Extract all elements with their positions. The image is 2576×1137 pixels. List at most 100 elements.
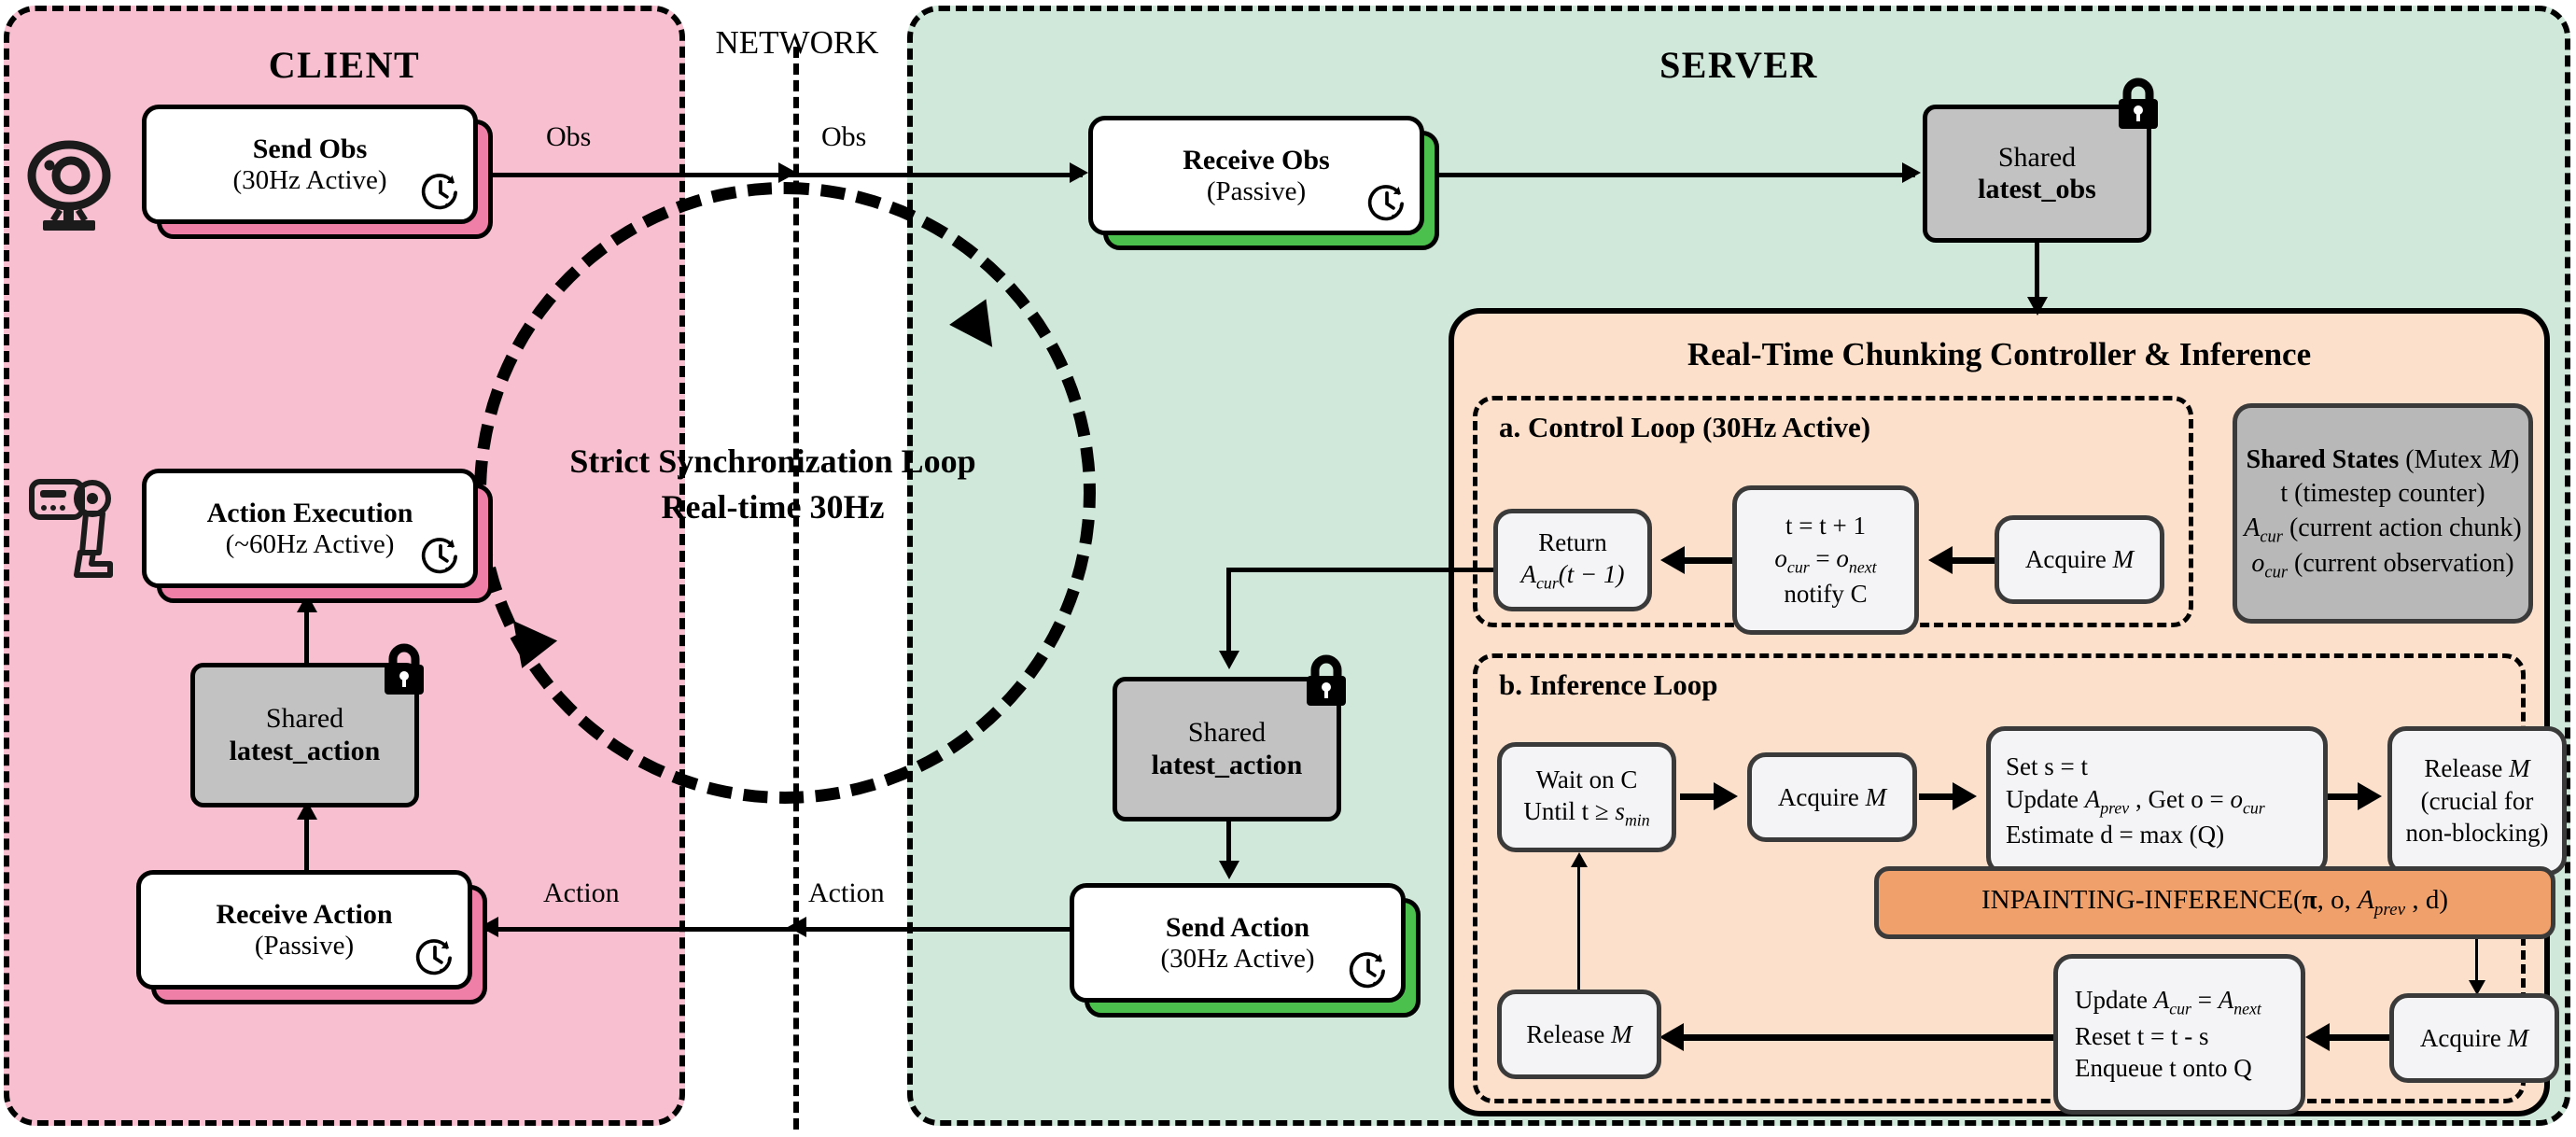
sync-loop-label-line2: Real-time 30Hz [661, 487, 885, 526]
acquire1-to-set-connector [1919, 793, 1956, 800]
network-region-title: NETWORK [715, 24, 879, 61]
release-to-wait-arrowhead [1571, 852, 1588, 867]
receive-action-title: Receive Action [216, 898, 393, 930]
receive-obs-node[interactable]: Receive Obs (Passive) [1088, 116, 1424, 235]
return-to-latest-action-arrowhead [1219, 651, 1239, 669]
clock-icon [415, 939, 452, 976]
inference-release-box[interactable]: Release M [1497, 990, 1661, 1079]
return-to-latest-action-v [1226, 568, 1231, 653]
client-shared-latest-action-line2: latest_action [229, 735, 381, 766]
inference-set-update-box[interactable]: Set s = t Update Aprev , Get o = ocur Es… [1986, 726, 2328, 876]
control-loop-update-line2: ocur = onext [1774, 543, 1877, 577]
send-action-node[interactable]: Send Action (30Hz Active) [1070, 883, 1406, 1003]
inference-release-crucial-line1: Release M [2424, 754, 2530, 783]
clock-icon [421, 538, 457, 574]
clock-icon [421, 174, 457, 210]
latest-action-to-execution-connector [304, 603, 309, 663]
return-to-latest-action-h [1226, 568, 1506, 572]
inpainting-to-acquire2-connector [2475, 939, 2478, 988]
inference-set-line2: Update Aprev , Get o = ocur [2006, 784, 2265, 818]
release-to-wait-connector [1577, 866, 1580, 990]
obs-connector-mid-arrowhead [778, 162, 797, 183]
return-exit-connector [1449, 568, 1497, 572]
wait-to-acquire1-arrowhead [1714, 782, 1738, 810]
inference-release-crucial-line3: non-blocking) [2405, 819, 2549, 848]
latest-obs-to-controller-arrowhead [2027, 297, 2048, 316]
control-loop-acquire-box[interactable]: Acquire M [1995, 515, 2164, 604]
clock-icon [1349, 952, 1385, 989]
inference-release-crucial-box[interactable]: Release M (crucial for non-blocking) [2387, 726, 2567, 876]
control-loop-return-box[interactable]: Return Acur(t − 1) [1493, 509, 1652, 611]
latest-action-to-send-action-arrowhead [1219, 861, 1239, 879]
inference-acquire-2-box[interactable]: Acquire M [2389, 993, 2559, 1083]
acquire2-to-update-connector [2326, 1034, 2393, 1041]
server-shared-latest-obs[interactable]: Shared latest_obs [1923, 105, 2151, 243]
inference-update-line3: Enqueue t onto Q [2075, 1054, 2252, 1083]
update-to-release-arrowhead [1659, 1023, 1684, 1051]
server-shared-latest-action-line2: latest_action [1151, 749, 1303, 780]
shared-states-line3: ocur (current observation) [2251, 549, 2514, 582]
inference-set-line3: Estimate d = max (Q) [2006, 821, 2225, 849]
control-loop-acquire-line: Acquire M [2024, 545, 2135, 574]
receive-obs-to-latest-obs-arrowhead [1902, 162, 1921, 183]
update-to-return-connector [1680, 557, 1734, 564]
receive-action-to-shared-connector [304, 810, 309, 870]
lock-icon [385, 643, 424, 695]
control-loop-update-line1: t = t + 1 [1785, 512, 1866, 540]
inference-loop-subtitle: b. Inference Loop [1499, 668, 1718, 701]
receive-obs-to-latest-obs-connector [1439, 173, 1915, 177]
latest-action-to-send-action-connector [1226, 821, 1231, 868]
inference-update-line2: Reset t = t - s [2075, 1021, 2209, 1050]
client-shared-latest-action-line1: Shared [265, 703, 344, 734]
action-label-client: Action [543, 877, 620, 908]
control-loop-subtitle: a. Control Loop (30Hz Active) [1499, 411, 1871, 443]
inpainting-to-acquire2-arrowhead [2469, 980, 2485, 995]
inpainting-inference-box[interactable]: INPAINTING-INFERENCE(π, o, Aprev , d) [1874, 866, 2555, 939]
inference-wait-line2: Until t ≥ smin [1523, 797, 1650, 830]
inference-update-reset-box[interactable]: Update Acur = Anext Reset t = t - s Enqu… [2053, 954, 2305, 1115]
action-connector [480, 927, 1077, 932]
acquire-to-update-connector [1948, 557, 1996, 564]
inference-acquire-1-box[interactable]: Acquire M [1747, 752, 1917, 842]
server-shared-latest-obs-line2: latest_obs [1978, 174, 2096, 204]
acquire1-to-set-arrowhead [1953, 782, 1977, 810]
action-label-server: Action [808, 877, 885, 908]
server-shared-latest-action[interactable]: Shared latest_action [1113, 677, 1341, 821]
wait-to-acquire1-connector [1680, 793, 1717, 800]
server-region-title: SERVER [1659, 44, 1818, 86]
sync-loop-label: Strict Synchronization Loop Real-time 30… [465, 439, 1081, 529]
receive-action-node[interactable]: Receive Action (Passive) [136, 870, 472, 990]
set-to-release-connector [2328, 793, 2361, 800]
client-shared-latest-action[interactable]: Shared latest_action [190, 663, 419, 807]
inference-release-line: Release M [1526, 1019, 1632, 1048]
inference-acquire-2-line: Acquire M [2419, 1023, 2529, 1052]
robot-arm-icon [29, 479, 113, 578]
update-to-release-connector [1680, 1034, 2053, 1041]
inference-wait-line1: Wait on C [1535, 765, 1638, 793]
server-shared-latest-action-line1: Shared [1187, 717, 1267, 748]
client-region-title: CLIENT [268, 44, 421, 86]
inference-update-line1: Update Acur = Anext [2075, 986, 2261, 1018]
inference-acquire-1-line: Acquire M [1777, 782, 1887, 811]
send-action-title: Send Action [1165, 911, 1310, 943]
lock-icon [1307, 654, 1346, 706]
send-action-subtitle: (30Hz Active) [1160, 943, 1315, 974]
server-shared-latest-obs-line1: Shared [1997, 141, 2077, 173]
shared-states-title: Shared States (Mutex M) [2246, 445, 2520, 474]
shared-states-line2: Acur (current action chunk) [2244, 512, 2522, 546]
control-loop-update-box[interactable]: t = t + 1 ocur = onext notify C [1732, 485, 1919, 635]
send-obs-subtitle: (30Hz Active) [232, 164, 387, 195]
send-obs-node[interactable]: Send Obs (30Hz Active) [142, 105, 478, 224]
action-execution-node[interactable]: Action Execution (~60Hz Active) [142, 469, 478, 588]
control-loop-update-line3: notify C [1784, 580, 1868, 609]
action-connector-mid-arrowhead [788, 917, 806, 937]
action-execution-title: Action Execution [206, 497, 413, 528]
set-to-release-arrowhead [2358, 782, 2382, 810]
receive-obs-subtitle: (Passive) [1206, 175, 1307, 206]
inference-set-line1: Set s = t [2006, 752, 2088, 781]
webcam-icon [27, 140, 111, 231]
control-loop-return-line1: Return [1538, 527, 1607, 556]
shared-states-box[interactable]: Shared States (Mutex M) t (timestep coun… [2233, 403, 2533, 624]
inference-wait-box[interactable]: Wait on C Until t ≥ smin [1497, 742, 1676, 852]
